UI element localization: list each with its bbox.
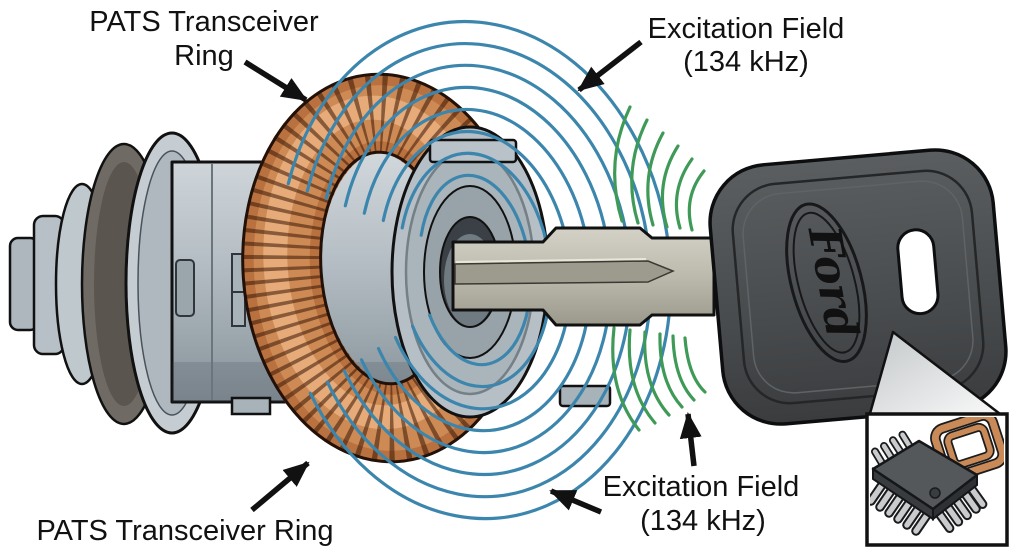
cylinder-slot-detail xyxy=(175,259,195,317)
excitation-field-green xyxy=(611,105,707,432)
chip-pin1-dot xyxy=(929,487,941,499)
chip-pin xyxy=(870,482,930,534)
annotation-arrows xyxy=(243,39,702,515)
key-head-inner-line xyxy=(731,169,985,405)
key-blade xyxy=(451,226,716,327)
label-excitation-field-top-line2: (134 kHz) xyxy=(683,46,809,78)
field-arc-green xyxy=(660,144,680,229)
blade-groove xyxy=(454,260,675,285)
blade-groove-highlight xyxy=(455,258,647,263)
arrow-top-left xyxy=(243,59,308,103)
arrow-bottom-right-blue xyxy=(549,488,603,515)
label-transceiver-ring-bottom: PATS Transceiver Ring xyxy=(36,515,333,547)
chip-top-face xyxy=(871,439,979,511)
field-arc-green xyxy=(611,326,641,432)
label-excitation-field-top-line1: Excitation Field xyxy=(648,13,845,45)
cylinder-lug-detail-2 xyxy=(231,291,246,327)
field-arc-green xyxy=(643,330,671,417)
field-arc-green xyxy=(627,328,657,425)
annotation-labels: PATS Transceiver Ring Excitation Field (… xyxy=(36,6,844,547)
field-arc-green xyxy=(683,336,707,394)
cylinder-bottom-tab xyxy=(230,396,272,416)
chip-pin xyxy=(936,487,986,531)
label-excitation-field-bottom-line2: (134 kHz) xyxy=(640,505,766,537)
field-arc-green xyxy=(658,332,684,409)
label-excitation-field-bottom-line1: Excitation Field xyxy=(603,471,800,503)
field-arc-green xyxy=(674,157,694,230)
arrow-bottom-left xyxy=(250,460,310,513)
arrow-bottom-right-green xyxy=(679,412,702,467)
ford-oval-outer xyxy=(785,202,868,363)
chip-pin xyxy=(872,432,913,466)
arrow-top-right xyxy=(577,39,643,93)
chip-pins-top xyxy=(871,430,914,468)
field-arc-green xyxy=(687,169,706,232)
key-head: Ford xyxy=(708,148,1008,426)
antenna-inner xyxy=(945,424,993,468)
field-arc-green xyxy=(630,118,649,225)
field-arc-green xyxy=(613,105,632,223)
transponder-chip xyxy=(870,430,988,536)
ford-oval-inner xyxy=(792,211,861,354)
field-arc-green xyxy=(671,334,696,402)
transponder-callout xyxy=(865,330,1009,547)
chip-pins-front xyxy=(870,480,988,536)
keyring-hole xyxy=(896,228,940,316)
transponder-inset xyxy=(870,417,1004,536)
label-transceiver-ring-top-line1: PATS Transceiver xyxy=(89,6,319,38)
field-arc-green xyxy=(646,131,665,227)
key-head-inner-line-2 xyxy=(742,180,974,394)
label-transceiver-ring-top-line2: Ring xyxy=(174,40,234,72)
